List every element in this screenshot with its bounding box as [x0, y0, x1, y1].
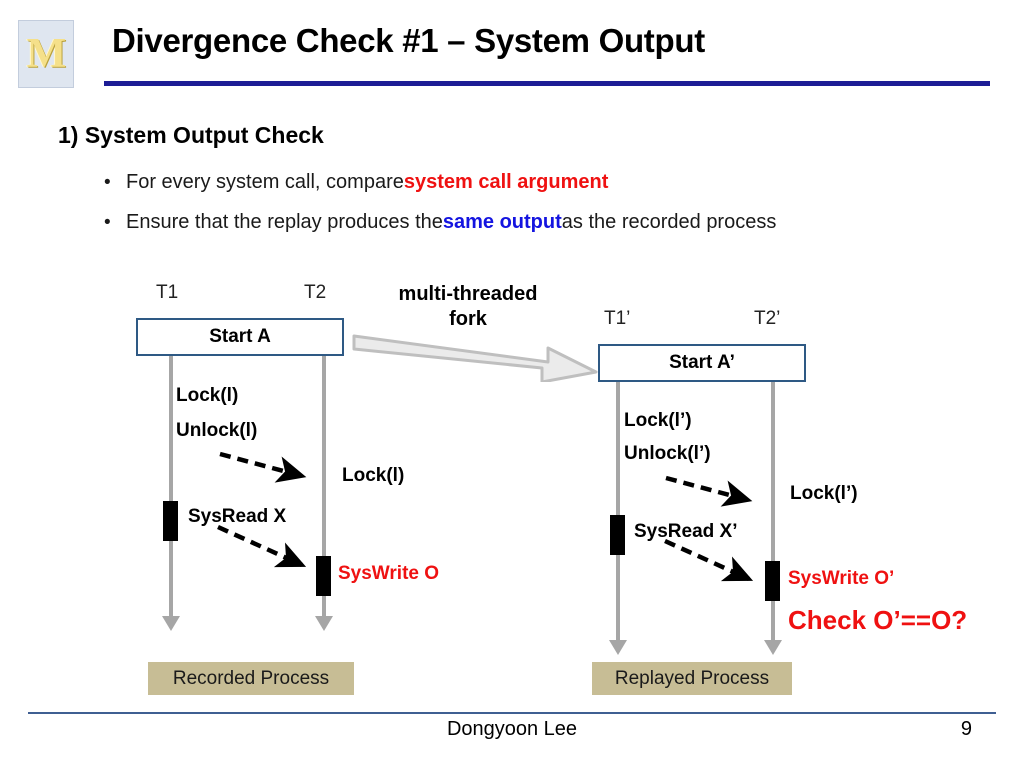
recorded-start-box: Start A: [136, 318, 344, 356]
replayed-sysread-block: [610, 515, 625, 555]
bullet-2-post-text: as the recorded process: [561, 211, 777, 233]
recorded-thread2-lifeline: [322, 356, 326, 616]
university-logo: M: [18, 20, 74, 88]
recorded-syswrite-block: [316, 556, 331, 596]
replayed-syswrite-label: SysWrite O’: [788, 568, 895, 589]
section-heading: 1) System Output Check: [58, 122, 324, 148]
replayed-lock-label: Lock(l’): [624, 410, 692, 431]
recorded-thread1-label: T1: [156, 282, 179, 303]
recorded-sysread-block: [163, 501, 178, 541]
replayed-lock-t2-label: Lock(l’): [790, 483, 858, 504]
replayed-start-box: Start A’: [598, 344, 806, 382]
recorded-happens-before-arrow-2: [217, 524, 307, 568]
fork-block-arrow-icon: [352, 334, 598, 382]
footer-page-number: 9: [960, 718, 972, 740]
fork-label-line1: multi-threaded: [398, 283, 538, 305]
recorded-thread1-lifeline: [169, 356, 173, 616]
replayed-thread2-lifeline-arrowhead: [764, 640, 782, 655]
recorded-syswrite-label: SysWrite O: [338, 563, 440, 584]
bullet-item-1: • For every system call, compare system …: [104, 171, 608, 194]
replayed-happens-before-arrow-1: [665, 475, 753, 507]
recorded-thread2-lifeline-arrowhead: [315, 616, 333, 631]
footer-author: Dongyoon Lee: [446, 718, 578, 740]
replayed-happens-before-arrow-2: [664, 538, 754, 582]
replayed-syswrite-block: [765, 561, 780, 601]
bullet-2-highlight: same output: [442, 211, 562, 233]
recorded-lock-t2-label: Lock(l): [342, 465, 405, 486]
fork-label-line2: fork: [449, 308, 487, 330]
replayed-unlock-label: Unlock(l’): [624, 443, 711, 464]
footer-divider: [28, 712, 996, 714]
replayed-sysread-label: SysRead X’: [634, 521, 738, 542]
replayed-thread2-label: T2’: [754, 308, 781, 329]
replayed-thread1-lifeline-arrowhead: [609, 640, 627, 655]
bullet-item-2: • Ensure that the replay produces the sa…: [104, 211, 776, 234]
bullet-marker: •: [104, 172, 111, 193]
recorded-lock-label: Lock(l): [176, 385, 239, 406]
recorded-unlock-label: Unlock(l): [176, 420, 258, 441]
replayed-thread1-label: T1’: [604, 308, 631, 329]
replayed-process-tag: Replayed Process: [592, 662, 792, 695]
replayed-thread2-lifeline: [771, 382, 775, 640]
bullet-1-pre-text: For every system call, compare: [126, 171, 404, 193]
title-underline-rule: [104, 81, 990, 86]
logo-m-glyph: M: [26, 31, 67, 77]
page-title: Divergence Check #1 – System Output: [112, 22, 705, 59]
bullet-1-highlight: system call argument: [403, 171, 609, 193]
recorded-thread2-label: T2: [304, 282, 327, 303]
recorded-thread1-lifeline-arrowhead: [162, 616, 180, 631]
bullet-marker: •: [104, 212, 111, 233]
output-check-assertion-label: Check O’==O?: [788, 605, 968, 635]
recorded-process-tag: Recorded Process: [148, 662, 354, 695]
fork-label: multi-threaded fork: [378, 282, 558, 332]
recorded-happens-before-arrow-1: [219, 451, 307, 483]
recorded-sysread-label: SysRead X: [188, 506, 287, 527]
bullet-2-pre-text: Ensure that the replay produces the: [126, 211, 443, 233]
replayed-thread1-lifeline: [616, 382, 620, 640]
